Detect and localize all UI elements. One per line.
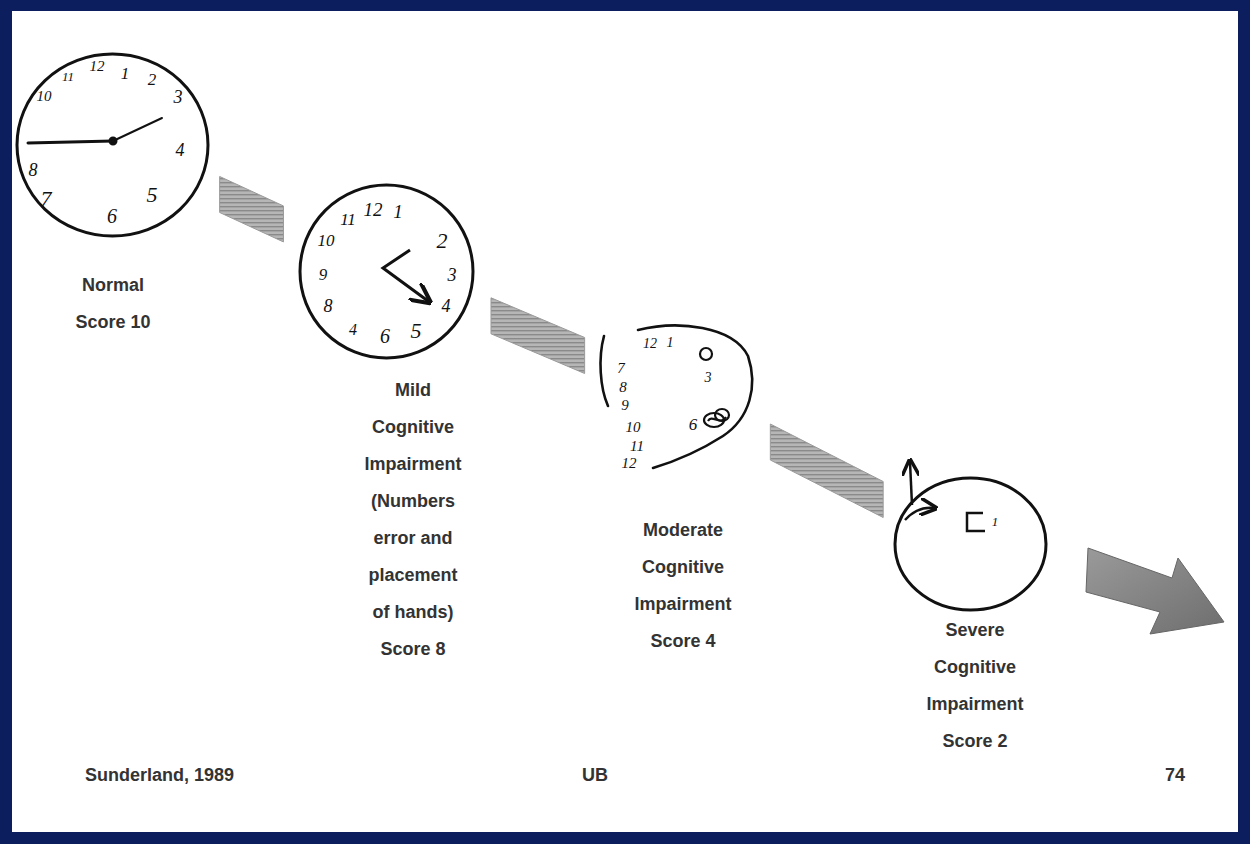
clock-numeral: 9 [621,398,629,413]
clock-numeral: 3 [705,371,712,385]
stage-caption: Mild Cognitive Impairment (Numbers error… [361,372,465,668]
progression-arrow [1086,548,1224,634]
clock-numeral: 12 [364,200,383,219]
clock-numeral: 12 [622,456,637,471]
stage-caption: Moderate Cognitive Impairment Score 4 [631,512,735,660]
clock-numeral: 9 [319,266,328,283]
clock-numeral: 6 [107,206,117,226]
clock-scribbles [700,348,729,427]
progression-band [491,298,585,374]
clock-numeral: 1 [992,515,999,528]
clock-numeral: 5 [411,320,422,342]
clock-numeral: 8 [619,380,627,395]
slide-background [12,11,1238,832]
clock-numeral: 12 [90,59,105,74]
clock-outline [598,318,760,473]
clock-numeral: 10 [37,89,52,104]
footer-text: UB [582,766,608,784]
clock-numeral: 4 [176,141,185,159]
footer-text: 74 [1165,766,1185,784]
clock-numeral: 6 [689,416,698,433]
stage-caption: Severe Cognitive Impairment Score 2 [923,612,1027,760]
clock-numeral: 5 [147,184,158,206]
progression-band [770,424,883,517]
clock-numeral: 3 [174,88,183,106]
footer-text: Sunderland, 1989 [85,766,234,784]
stage-caption: Normal Score 10 [61,267,165,341]
clock-numeral: 8 [29,161,38,179]
clock-numeral: 10 [318,232,335,249]
clock-numeral: 7 [617,361,625,376]
clock-numeral: 4 [349,322,357,338]
clock-hands [383,250,428,301]
clock-numeral: 3 [448,266,457,284]
clock-numeral: 11 [630,439,644,454]
clock-drawing: Severe Cognitive Impairment Score 2 [893,476,1048,612]
clock-numeral: 1 [121,65,130,82]
clock-numeral: 2 [437,230,448,252]
clock-outline [893,476,1048,612]
clock-numeral: 11 [340,211,356,228]
clock-hands [28,118,162,144]
clock-numeral: 2 [148,71,157,88]
clock-numeral: 1 [393,202,403,221]
clock-numeral: 1 [667,336,674,350]
clock-numeral: 11 [62,70,74,83]
clock-numeral: 4 [442,297,451,315]
clock-drawing: Moderate Cognitive Impairment Score 4 [598,318,760,473]
clock-numeral: 10 [626,420,641,435]
clock-numeral: 7 [41,188,52,210]
progression-band [220,176,284,241]
clock-numeral: 8 [324,297,333,315]
clock-numeral: 12 [643,337,657,351]
clock-numeral: 6 [380,326,390,346]
